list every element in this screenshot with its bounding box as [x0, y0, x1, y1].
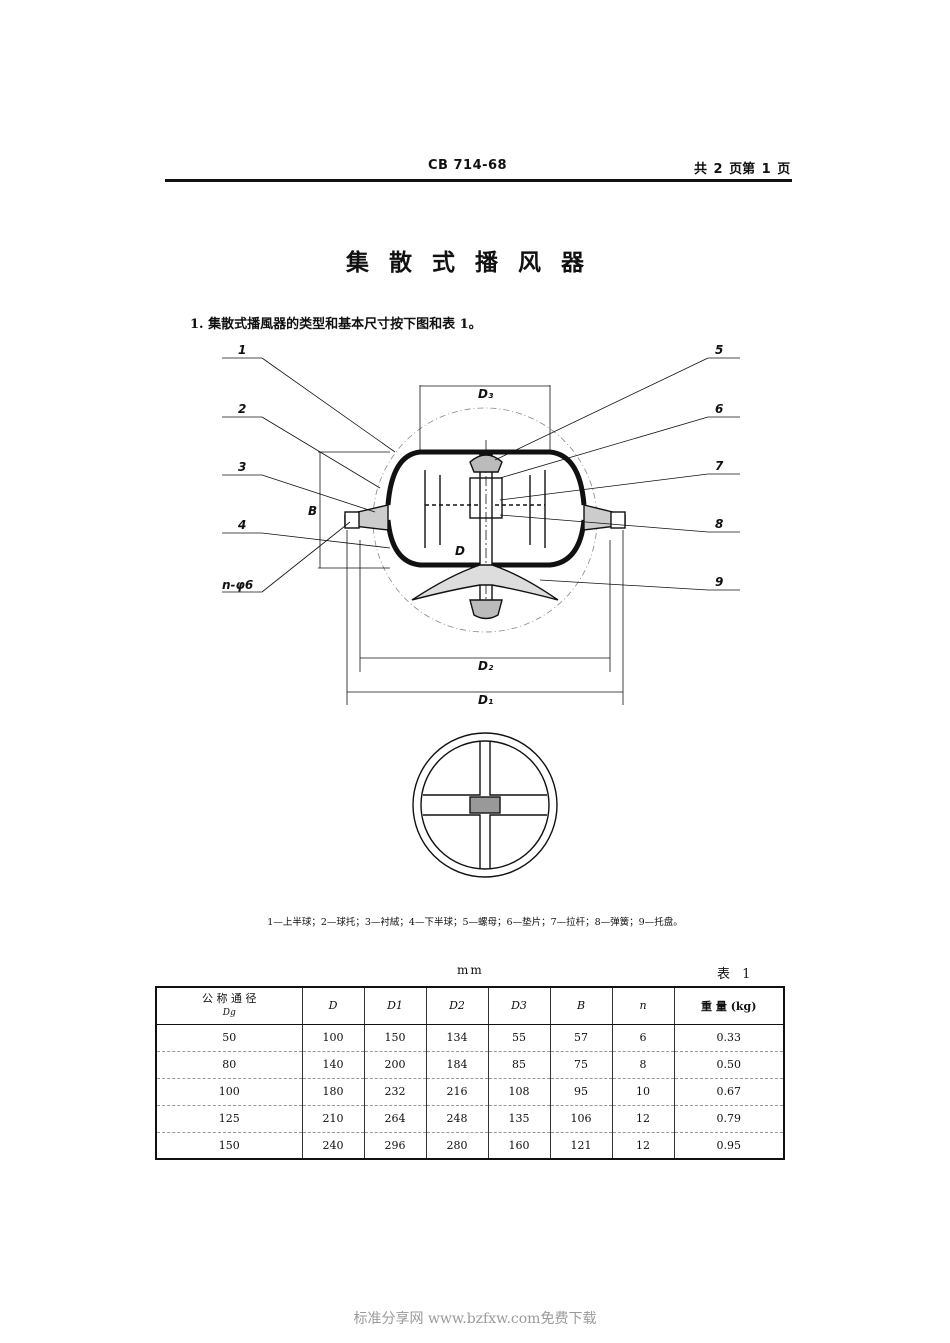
col-header-b: B	[549, 987, 612, 1025]
dim-d-label: D	[455, 544, 465, 558]
col-header-dg: 公 称 通 径 Dg	[156, 987, 302, 1025]
col-header-dg-symbol: Dg	[222, 1007, 236, 1018]
label-6: 6	[715, 402, 723, 416]
cell-weight: 0.33	[673, 1024, 784, 1051]
cell-dg: 150	[156, 1131, 302, 1159]
label-8: 8	[715, 517, 723, 531]
cell-dg: 50	[222, 1031, 237, 1044]
cell-b: 95	[549, 1077, 612, 1105]
cell-d1: 150	[363, 1024, 426, 1051]
cell-weight: 0.67	[673, 1077, 784, 1105]
cell-d2: 248	[425, 1104, 488, 1132]
figure-caption: 1—上半球；2—球托；3—衬絨；4—下半球；5—螺母；6—垫片；7—拉杆；8—弹…	[267, 917, 683, 928]
page-info: 共 2 页第 1 页	[694, 162, 791, 177]
cell-d2: 216	[425, 1077, 488, 1105]
cell-d1: 200	[363, 1050, 426, 1078]
cell-d2: 184	[425, 1050, 488, 1078]
intro-text: 1. 集散式播風器的类型和基本尺寸按下图和表 1。	[190, 317, 482, 332]
footer-watermark: 标准分享网 www.bzfxw.com免费下载	[353, 1311, 597, 1327]
label-3: 3	[238, 460, 246, 474]
col-header-d: D	[301, 987, 364, 1025]
table-label: 表 1	[717, 967, 751, 982]
cell-weight: 0.95	[673, 1131, 784, 1159]
dim-d2-label: D₂	[478, 659, 494, 673]
cell-b: 57	[549, 1024, 612, 1051]
label-1: 1	[238, 343, 246, 357]
cell-d2: 280	[425, 1131, 488, 1159]
label-4: 4	[237, 518, 246, 532]
cell-d1: 264	[363, 1104, 426, 1132]
cell-d3: 135	[487, 1104, 550, 1132]
dim-d1-label: D₁	[478, 693, 493, 707]
col-header-weight: 重 量 (kg)	[673, 987, 784, 1025]
col-header-d3: D3	[487, 987, 550, 1025]
col-header-dg-text: 公 称 通 径	[202, 991, 257, 1005]
label-5: 5	[715, 343, 723, 357]
cell-dg: 100	[156, 1077, 302, 1105]
cell-d: 210	[301, 1104, 364, 1132]
cell-d: 100	[301, 1024, 364, 1051]
cell-d: 140	[301, 1050, 364, 1078]
cell-d1: 232	[363, 1077, 426, 1105]
table-unit: mm	[457, 963, 484, 977]
cell-b: 106	[549, 1104, 612, 1132]
cell-d3: 55	[487, 1024, 550, 1051]
cell-n: 6	[611, 1024, 674, 1051]
cell-n: 12	[611, 1104, 674, 1132]
cell-n: 12	[611, 1131, 674, 1159]
label-2: 2	[238, 402, 246, 416]
document-code: CB 714-68	[428, 158, 508, 173]
label-9: 9	[715, 575, 723, 589]
cell-d1: 296	[363, 1131, 426, 1159]
cell-weight: 0.50	[673, 1050, 784, 1078]
cell-dg: 125	[156, 1104, 302, 1132]
header-rule	[165, 179, 792, 182]
col-header-n: n	[611, 987, 674, 1025]
dim-b-label: B	[308, 504, 317, 518]
cell-d3: 108	[487, 1077, 550, 1105]
cell-weight: 0.79	[673, 1104, 784, 1132]
cell-d3: 85	[487, 1050, 550, 1078]
cell-d: 240	[301, 1131, 364, 1159]
label-n-phi6: n-φ6	[222, 578, 253, 592]
table-header-row: 公 称 通 径 Dg D D1 D2 D3 B n 重 量 (kg)	[156, 987, 784, 1025]
cell-b: 121	[549, 1131, 612, 1159]
cell-b: 75	[549, 1050, 612, 1078]
page-title: 集散式播风器	[346, 250, 604, 276]
label-7: 7	[715, 459, 724, 473]
col-header-d1: D1	[363, 987, 426, 1025]
cell-dg: 80	[156, 1050, 302, 1078]
cell-n: 8	[611, 1050, 674, 1078]
cell-n: 10	[611, 1077, 674, 1105]
col-header-d2: D2	[425, 987, 488, 1025]
technical-drawing: 1 2 3 4 n-φ6 5 6 7 8 9 D₃ B D D₂ D₁	[222, 343, 740, 878]
cell-d2: 134	[425, 1024, 488, 1051]
dim-d3-label: D₃	[478, 387, 494, 401]
cell-d3: 160	[487, 1131, 550, 1159]
cell-d: 180	[301, 1077, 364, 1105]
